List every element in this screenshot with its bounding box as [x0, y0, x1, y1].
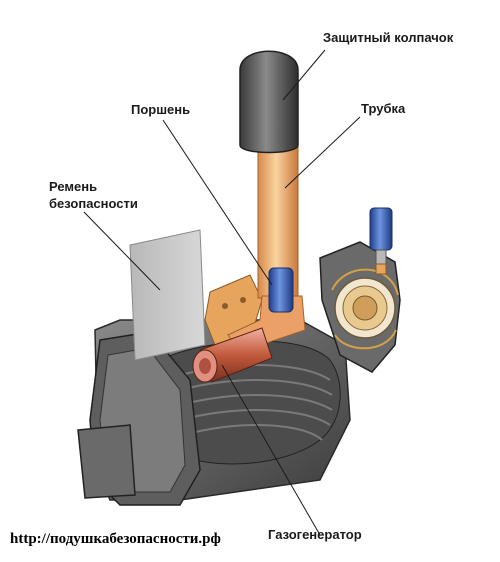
belt-label-line2: безопасности [49, 196, 138, 211]
piston [268, 267, 294, 313]
gas-generator-label: Газогенератор [268, 527, 362, 542]
cap-leader [282, 49, 326, 101]
seatbelt-webbing [129, 229, 206, 361]
tube-leader [284, 116, 361, 189]
leader-lines [83, 49, 361, 536]
tube-label: Трубка [361, 101, 406, 116]
mounting-bracket [77, 331, 201, 506]
piston-leader [162, 119, 273, 286]
belt-leader [83, 211, 161, 291]
belt-label-line1: Ремень [49, 179, 98, 194]
protective-cap [239, 50, 299, 154]
sensor-connector [369, 207, 393, 275]
gas-generator [192, 327, 273, 383]
footer-url: http://подушкабезопасности.рф [10, 531, 221, 547]
piston-label: Поршень [131, 102, 191, 117]
cap-label: Защитный колпачок [323, 30, 454, 45]
gas-generator-leader [221, 364, 321, 536]
